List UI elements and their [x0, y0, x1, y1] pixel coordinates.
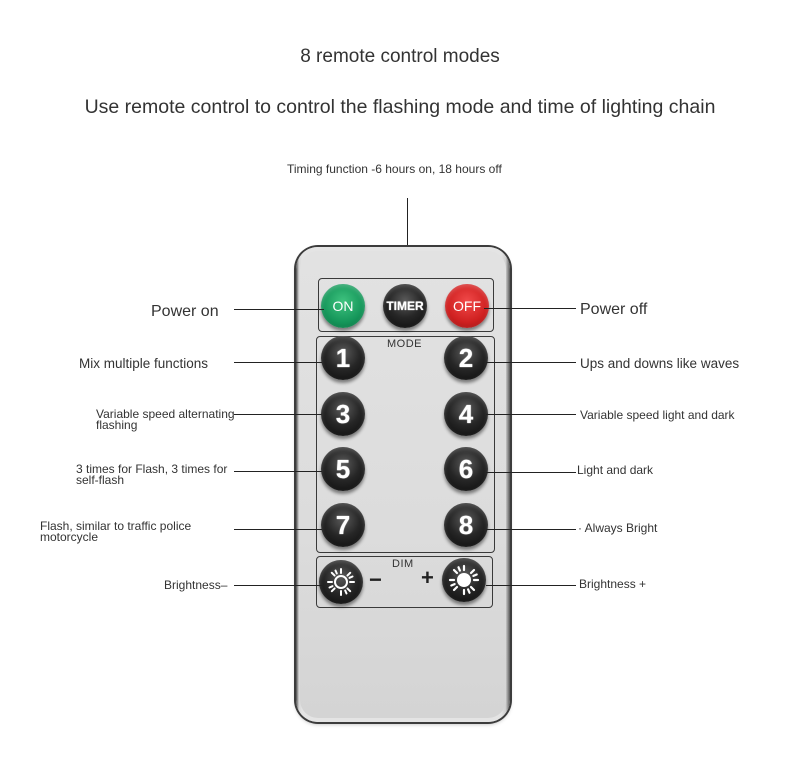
brightness-minus-label: Brightness– [164, 578, 228, 592]
sun-outline-icon [327, 568, 355, 596]
mode-8-description: · Always Bright [578, 521, 658, 535]
mode-4-leader-line [486, 414, 576, 415]
mode-7-description-line1: Flash, similar to traffic police [40, 519, 192, 533]
mode-2-leader-line [486, 362, 576, 363]
mode-4-button[interactable]: 4 [444, 392, 488, 436]
plus-sign: + [421, 565, 434, 590]
mode-7-label: 7 [335, 509, 351, 540]
power-off-label: Power off [580, 301, 648, 318]
dim-label: DIM [392, 558, 414, 570]
brightness-minus-leader-line [234, 585, 324, 586]
mode-4-description: Variable speed light and dark [580, 408, 735, 422]
timing-function-label: Timing function -6 hours on, 18 hours of… [287, 162, 502, 176]
mode-5-label: 5 [335, 453, 351, 484]
remote-control: ON TIMER OFF MODE 1 2 3 4 5 6 7 8 DIM − … [296, 247, 510, 722]
mode-1-label: 1 [335, 342, 351, 373]
mode-8-leader-line [486, 529, 576, 530]
mode-button-group [316, 336, 495, 553]
mode-3-leader-line [234, 414, 322, 415]
minus-sign: − [369, 567, 382, 592]
mode-5-leader-line [234, 471, 322, 472]
dim-button-group [316, 556, 493, 608]
mode-2-button[interactable]: 2 [444, 336, 488, 380]
off-button[interactable]: OFF [445, 284, 489, 328]
timer-button[interactable]: TIMER [383, 284, 427, 328]
mode-6-description: Light and dark [577, 463, 654, 477]
mode-3-button[interactable]: 3 [321, 392, 365, 436]
mode-5-description-line1: 3 times for Flash, 3 times for [76, 462, 228, 476]
mode-8-label: 8 [458, 509, 474, 540]
brightness-plus-label: Brightness + [579, 577, 647, 591]
dim-down-button[interactable] [319, 560, 363, 604]
mode-5-description-line2: self-flash [76, 473, 125, 487]
mode-1-description: Mix multiple functions [79, 356, 209, 371]
mode-1-button[interactable]: 1 [321, 336, 365, 380]
mode-label: MODE [387, 338, 422, 350]
mode-5-button[interactable]: 5 [321, 447, 365, 491]
mode-6-leader-line [486, 472, 576, 473]
mode-7-button[interactable]: 7 [321, 503, 365, 547]
sun-filled-icon [448, 564, 480, 596]
dim-up-button[interactable] [442, 558, 486, 602]
mode-3-description-line2: flashing [96, 418, 138, 432]
page-title: 8 remote control modes [300, 46, 500, 67]
mode-1-leader-line [234, 362, 322, 363]
mode-7-leader-line [234, 529, 322, 530]
mode-8-button[interactable]: 8 [444, 503, 488, 547]
mode-4-label: 4 [458, 398, 474, 429]
power-on-label: Power on [151, 303, 219, 320]
mode-6-label: 6 [458, 453, 474, 484]
mode-3-label: 3 [335, 398, 351, 429]
power-off-leader-line [484, 308, 576, 309]
on-button[interactable]: ON [321, 284, 365, 328]
mode-6-button[interactable]: 6 [444, 447, 488, 491]
page-subtitle: Use remote control to control the flashi… [84, 96, 716, 118]
power-button-group [318, 278, 494, 332]
timing-leader-line [407, 198, 408, 278]
mode-2-description: Ups and downs like waves [580, 356, 740, 371]
mode-2-label: 2 [458, 342, 474, 373]
off-button-label: OFF [453, 298, 481, 314]
brightness-plus-leader-line [486, 585, 576, 586]
power-on-leader-line [234, 309, 324, 310]
mode-3-description-line1: Variable speed alternating [96, 407, 235, 421]
timer-button-label: TIMER [386, 299, 424, 313]
mode-7-description-line2: motorcycle [40, 530, 99, 544]
on-button-label: ON [332, 298, 354, 314]
